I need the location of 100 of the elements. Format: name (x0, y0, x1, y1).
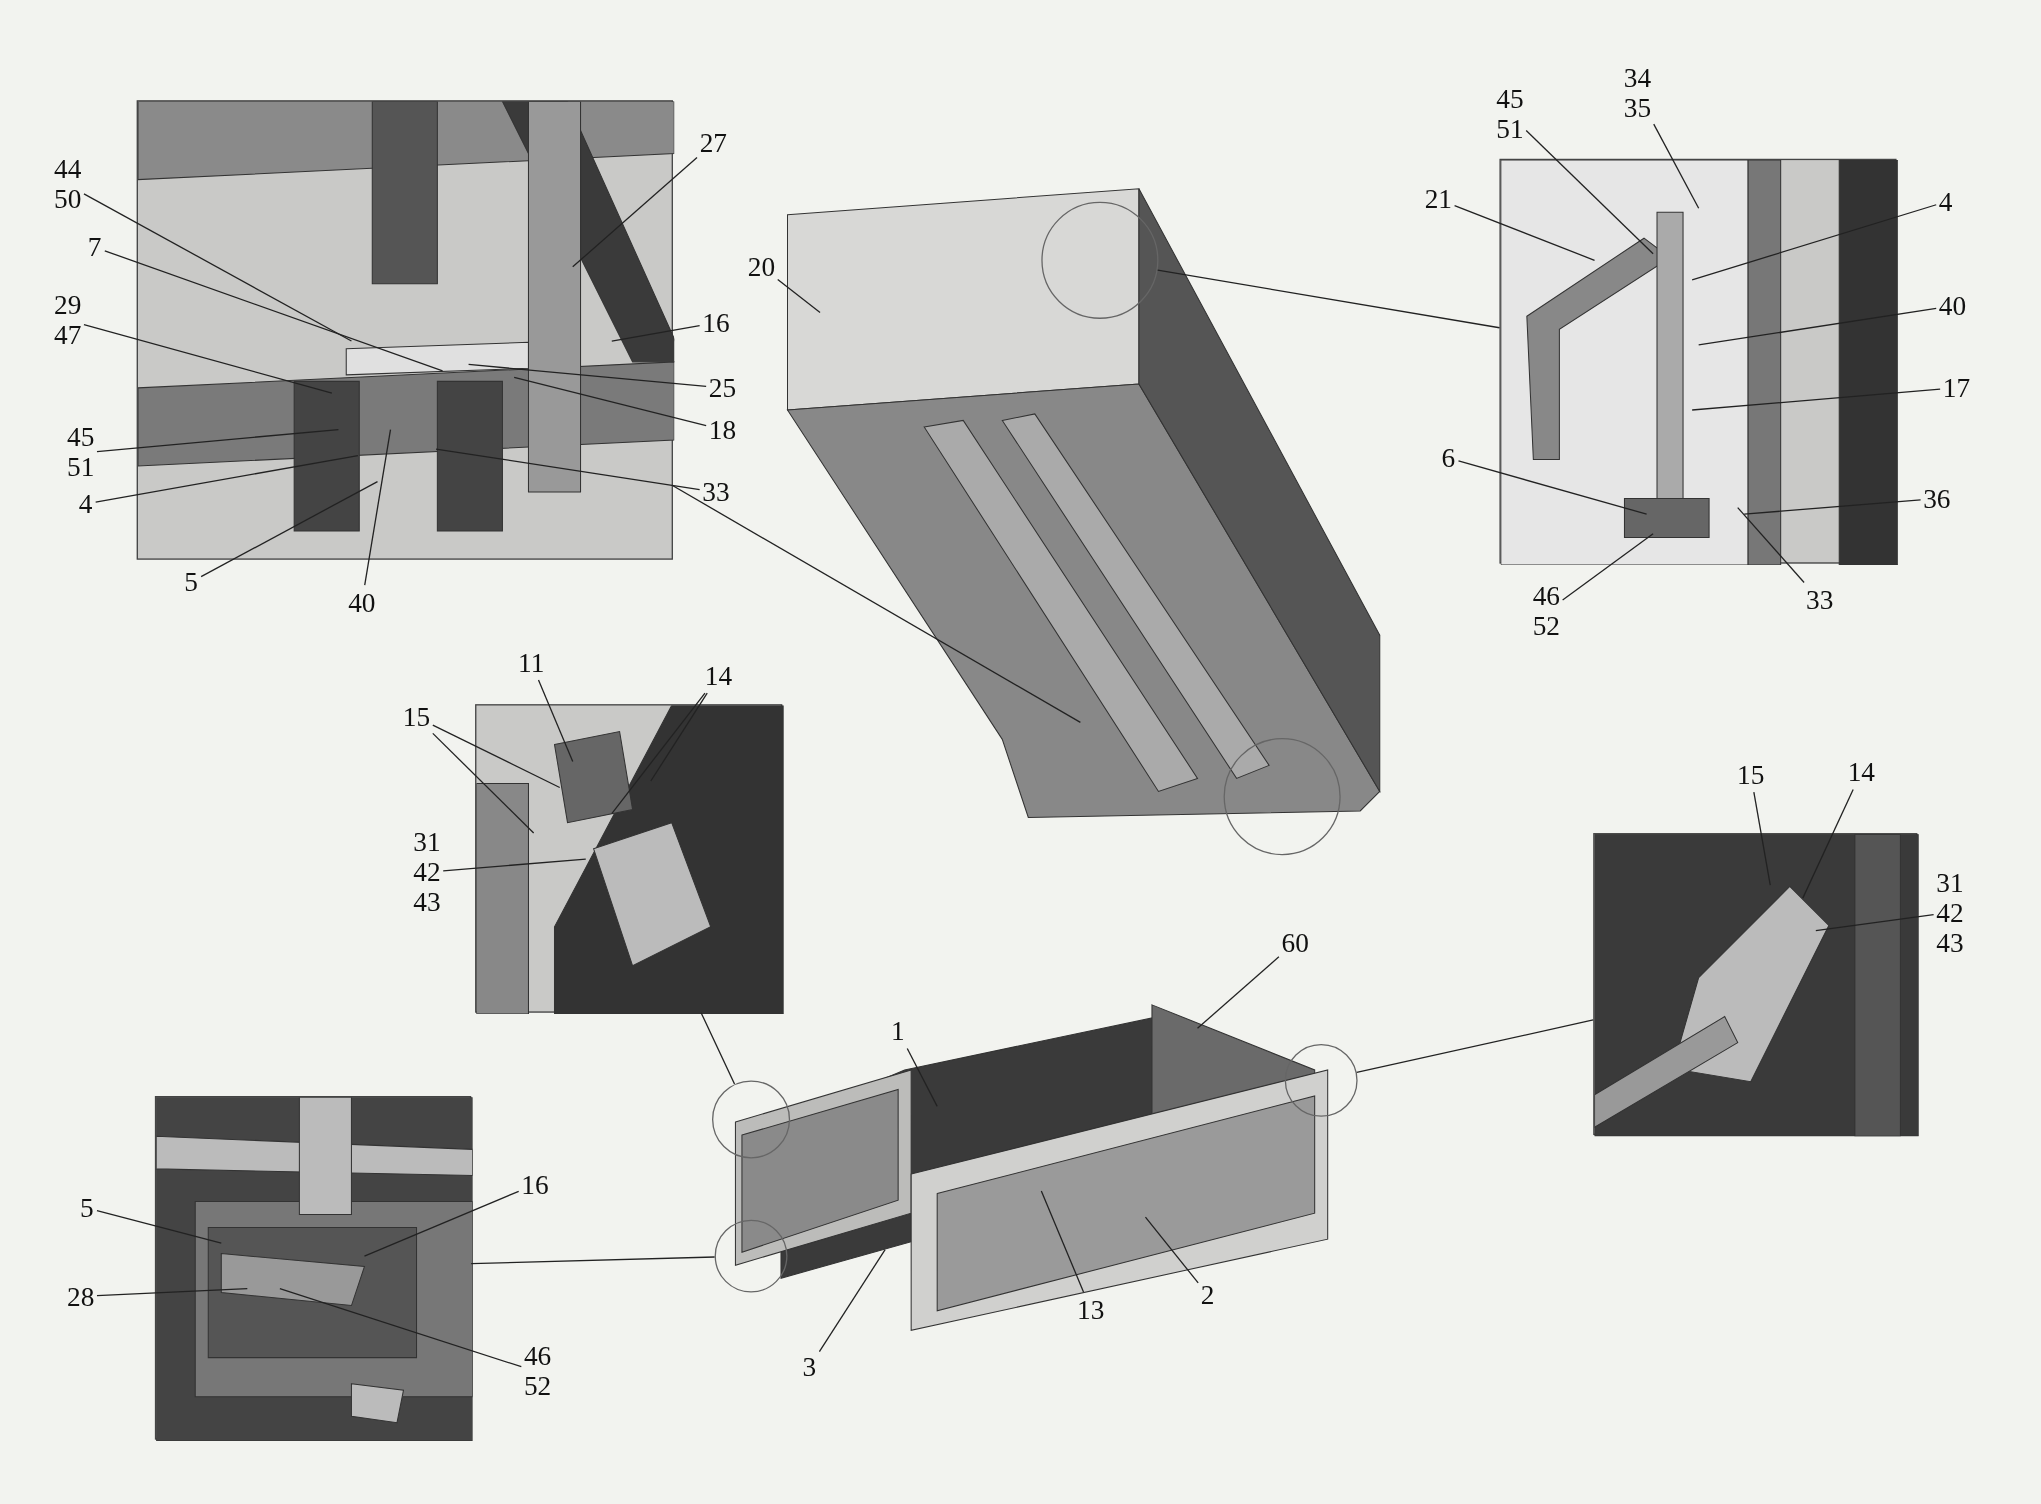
connector-line (104, 250, 444, 372)
callout-number: 14 (704, 660, 733, 691)
detail-circle (1284, 1043, 1358, 1117)
connector-line (1698, 307, 1937, 346)
callout-number: 33 (702, 477, 730, 507)
connector-line (777, 278, 821, 314)
callout-number: 42 (413, 857, 441, 888)
connector-line (1157, 269, 1501, 329)
connector-line (364, 428, 392, 586)
connector-line (1691, 204, 1937, 281)
connector-line (432, 724, 561, 789)
connector-line (700, 1012, 736, 1085)
connector-line (363, 1190, 520, 1257)
detail-view-drawing (475, 704, 783, 1013)
connector-line (96, 1209, 222, 1244)
callout-number: 34 (1623, 63, 1652, 94)
callout-number: 29 (54, 290, 82, 321)
connector-line (200, 480, 379, 578)
callout-number: 15 (1737, 759, 1765, 790)
callout-number: 16 (521, 1169, 549, 1200)
callout-number: 5 (80, 1192, 94, 1223)
connector-line (572, 156, 698, 268)
connector-line (611, 692, 706, 815)
callout-number: 31 (1936, 867, 1964, 898)
detail-view-drawing (1499, 158, 1897, 564)
callout-number: 50 (54, 184, 82, 215)
detail-circle (1041, 201, 1159, 319)
connector-line (96, 428, 340, 453)
callout-number: 42 (1936, 897, 1964, 928)
callout-number: 43 (413, 887, 441, 917)
callout-number: 33 (1806, 585, 1834, 616)
callout-number: 28 (67, 1281, 95, 1312)
connector-line (279, 1288, 522, 1368)
detail-view-drawing (1593, 833, 1918, 1136)
connector-line (513, 376, 707, 427)
callout-number: 13 (1077, 1294, 1105, 1325)
callout-number: 46 (523, 1342, 552, 1372)
callout-number: 35 (1623, 93, 1652, 124)
callout-number: 4 (1938, 186, 1953, 217)
callout-number: 36 (1923, 483, 1951, 514)
callout-number: 16 (702, 307, 730, 338)
connector-line (672, 485, 1082, 724)
callout-number: 40 (348, 587, 376, 618)
connector-line (1737, 507, 1805, 584)
connector-line (1691, 388, 1941, 411)
connector-line (1753, 791, 1771, 886)
callout-number: 51 (67, 453, 95, 483)
callout-number: 31 (413, 827, 441, 858)
detail-circle (714, 1219, 788, 1293)
connector-line (95, 454, 359, 503)
callout-number: 1 (891, 1015, 905, 1046)
connector-line (1815, 914, 1935, 932)
connector-line (1562, 533, 1654, 601)
connector-line (537, 679, 574, 763)
connector-line (1144, 1216, 1199, 1284)
connector-line (1453, 204, 1596, 261)
callout-number: 15 (402, 702, 431, 733)
detail-view-drawing (154, 1096, 472, 1440)
callout-number: 2 (1200, 1280, 1215, 1311)
connector-line (1802, 788, 1854, 899)
connector-line (432, 732, 535, 834)
connector-line (470, 1256, 716, 1265)
callout-number: 45 (1496, 84, 1524, 115)
callout-number: 52 (1532, 611, 1561, 642)
connector-line (1356, 1019, 1594, 1074)
callout-number: 44 (54, 154, 82, 185)
callout-number: 60 (1281, 927, 1309, 958)
connector-line (83, 324, 333, 394)
callout-number: 4 (78, 488, 93, 519)
callout-number: 51 (1496, 114, 1524, 145)
connector-line (1743, 499, 1922, 515)
callout-number: 20 (747, 251, 776, 282)
callout-number: 43 (1936, 927, 1964, 958)
callout-number: 11 (518, 647, 545, 678)
connector-line (1653, 123, 1700, 209)
callout-number: 25 (708, 372, 737, 403)
detail-circle (1223, 738, 1341, 856)
connector-line (1457, 460, 1648, 515)
callout-number: 45 (67, 423, 95, 453)
callout-number: 3 (802, 1351, 817, 1382)
connector-line (442, 858, 587, 872)
callout-number: 27 (699, 128, 727, 159)
connector-line (467, 363, 707, 387)
callout-number: 17 (1942, 372, 1971, 403)
callout-number: 18 (708, 414, 737, 445)
detail-view-drawing (136, 100, 673, 560)
detail-circle (712, 1080, 791, 1159)
callout-number: 6 (1441, 443, 1456, 474)
callout-number: 40 (1938, 290, 1967, 321)
callout-number: 21 (1424, 184, 1452, 215)
callout-number: 46 (1532, 581, 1561, 612)
connector-line (1525, 129, 1654, 255)
connector-line (96, 1288, 248, 1297)
connector-line (83, 193, 353, 342)
callout-number: 14 (1847, 756, 1876, 787)
callout-number: 52 (523, 1371, 552, 1402)
connector-line (650, 692, 708, 782)
callout-number: 7 (87, 232, 102, 263)
connector-line (435, 448, 701, 491)
callout-number: 47 (54, 320, 82, 351)
